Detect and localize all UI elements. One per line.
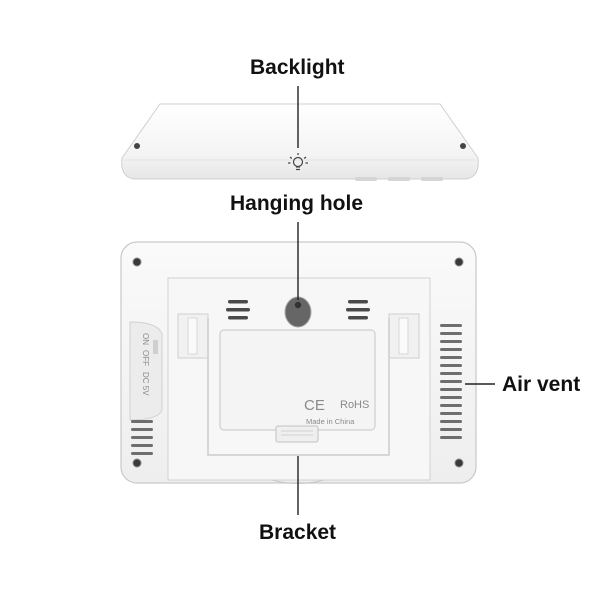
upper-vent-right (346, 300, 370, 320)
leader-lines (297, 86, 495, 515)
ce-mark: CE (304, 397, 325, 414)
switch-on-label: ON (141, 333, 150, 345)
top-screw-left (134, 143, 140, 149)
bracket-leg-right (388, 313, 420, 359)
right-air-vent (440, 324, 462, 439)
screw-bottom-left (132, 458, 142, 468)
air-vent-label: Air vent (502, 373, 581, 396)
device-back: ON OFF DC 5V (120, 241, 477, 484)
bracket (207, 318, 390, 456)
upper-vent-left (226, 300, 250, 320)
device-top-edge (121, 103, 479, 181)
power-label: DC 5V (141, 372, 150, 396)
screw-bottom-right (454, 458, 464, 468)
left-air-vent (131, 420, 153, 455)
made-in-label: Made in China (306, 417, 355, 426)
screw-top-left (132, 257, 142, 267)
hanging-hole (284, 296, 312, 328)
hanging-hole-label: Hanging hole (230, 192, 363, 215)
switch-off-label: OFF (141, 350, 150, 366)
backlight-bulb-icon (288, 153, 308, 171)
top-buttons (355, 177, 443, 181)
bracket-label: Bracket (259, 521, 337, 544)
top-screw-right (460, 143, 466, 149)
backlight-label: Backlight (250, 56, 345, 79)
screw-top-right (454, 257, 464, 267)
bracket-leg-left (177, 313, 209, 359)
battery-cover: CE RoHS Made in China (219, 329, 376, 443)
rohs-mark: RoHS (340, 399, 369, 411)
